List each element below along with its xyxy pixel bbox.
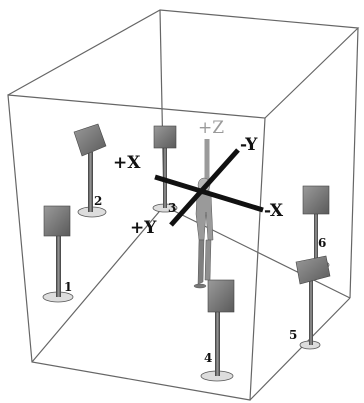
cube-back-top-edges [7,9,360,119]
cube-right-floor-edge [249,297,351,401]
speaker-label-2: 2 [94,194,102,208]
speaker-label-5: 5 [289,328,297,342]
speaker-label-4: 4 [204,351,212,365]
axis-label-plus-z: +Z [198,118,224,138]
xy-axis-cross [154,148,264,227]
cube-front-face [7,94,266,401]
speaker-1 [42,205,74,303]
speaker-5 [295,255,331,350]
speaker-label-6: 6 [318,236,326,250]
y-axis-line [169,148,240,227]
speaker-label-1: 1 [64,280,72,294]
cube-hidden-floor-edge-left [31,205,165,363]
x-axis-line [154,174,264,213]
speaker-3 [152,125,178,213]
speaker-4 [200,279,235,382]
axis-label-plus-x: +X [113,153,141,173]
axis-label-minus-y: -Y [240,135,258,155]
speaker-2 [73,123,107,218]
speaker-label-3: 3 [168,201,176,215]
cube-right-vertical-edge [349,27,359,299]
axis-label-minus-x: -X [264,201,284,221]
cube-hidden-floor-edge-right [163,205,351,299]
axis-label-plus-y: +Y [130,218,157,238]
room-cube [7,9,360,401]
standing-person-icon [193,177,214,289]
